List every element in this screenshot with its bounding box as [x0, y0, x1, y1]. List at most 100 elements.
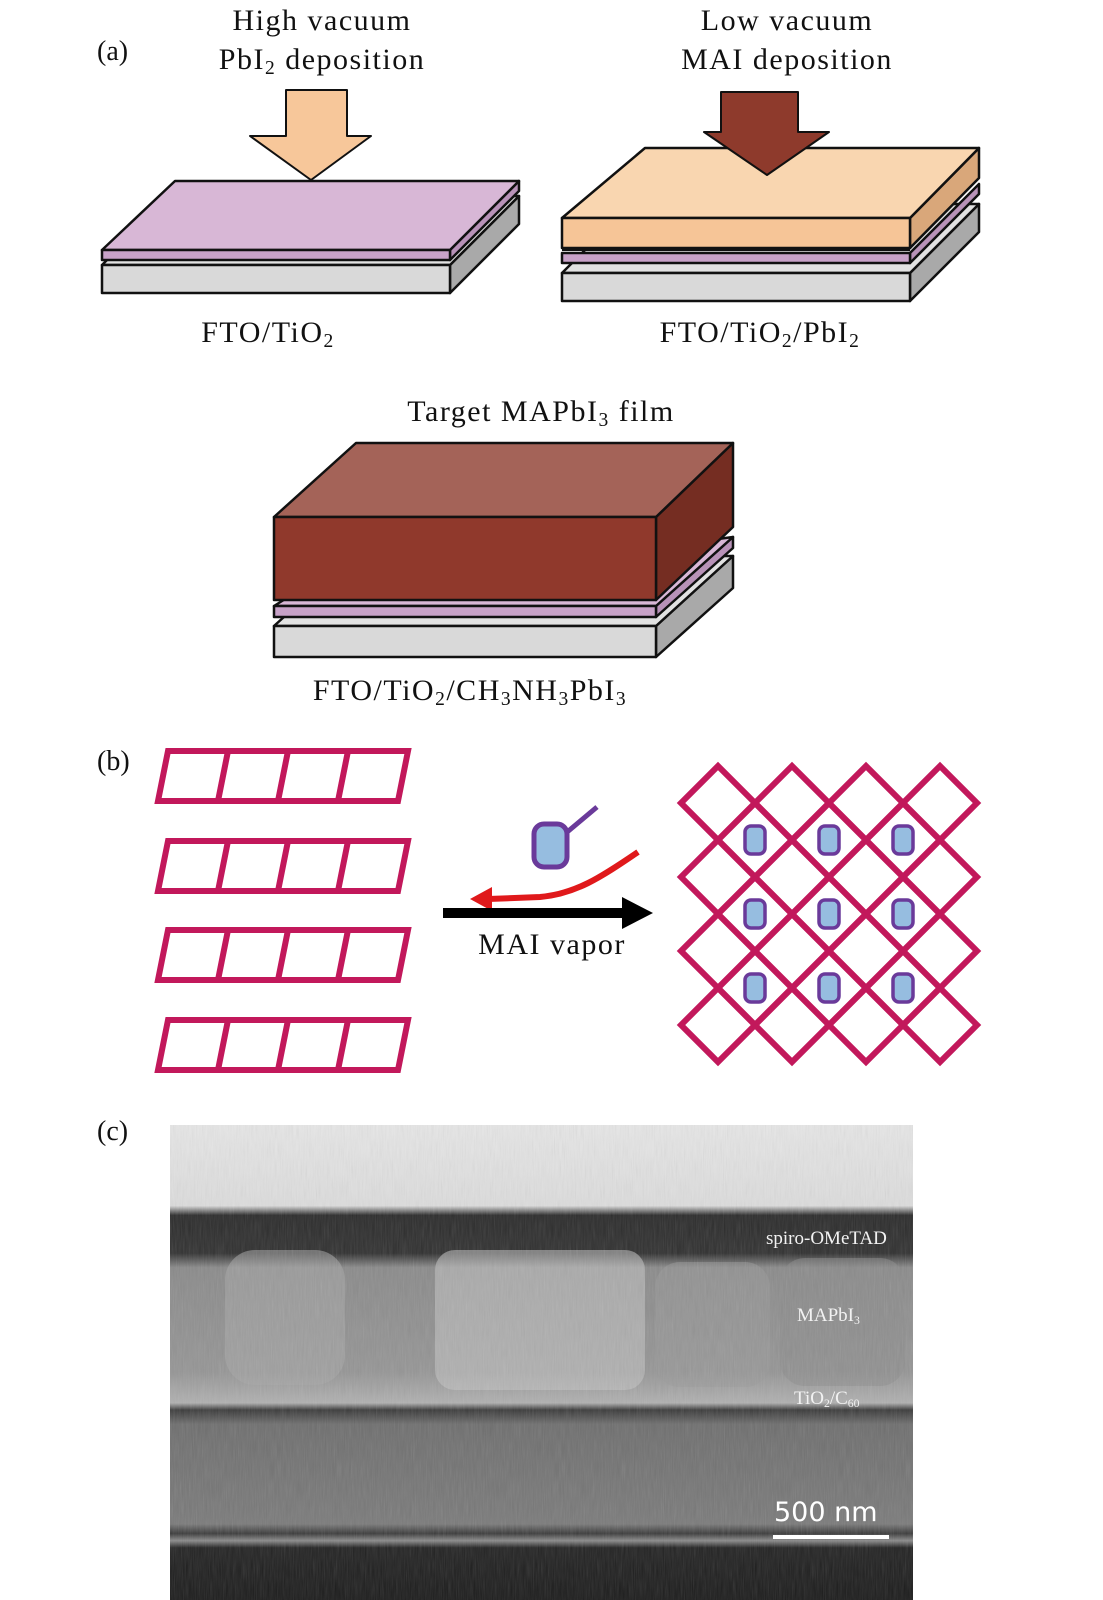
- layered-cell-divider: [275, 840, 291, 892]
- step1-title-line2: PbI2 deposition: [218, 43, 426, 79]
- step2-pbi2-front: [560, 251, 912, 265]
- ma-cation-icon: [817, 972, 841, 1004]
- step3-caption-p4: PbI: [569, 674, 616, 707]
- step3-caption-s3: 3: [558, 688, 570, 710]
- step1-fto-front: [100, 263, 452, 295]
- sem-label-tio2-c60: TiO2/C60: [794, 1388, 860, 1410]
- layered-cell-divider: [335, 929, 351, 981]
- sem-label-tio2-sub: 2: [823, 1396, 830, 1410]
- sem-label-mapbi3: MAPbI3: [797, 1305, 860, 1327]
- ma-cation-icon: [891, 972, 915, 1004]
- layered-cell-divider: [335, 750, 351, 802]
- mai-molecule-icon: [531, 821, 570, 870]
- mai-vapor-label: MAI vapor: [478, 928, 626, 961]
- layered-row: [154, 838, 412, 894]
- ma-cation-icon: [817, 824, 841, 856]
- step1-pbi2-front: [100, 248, 452, 262]
- perovskite-lattice: [676, 761, 982, 1067]
- step1-title-pbi: PbI: [218, 43, 265, 76]
- layered-cell-divider: [215, 750, 231, 802]
- layered-row-outline: [154, 927, 412, 983]
- panel-c-label: (c): [97, 1116, 129, 1147]
- layered-cell-divider: [215, 840, 231, 892]
- step3-caption-p1: FTO/TiO: [312, 674, 436, 707]
- scale-bar-label: 500 nm: [774, 1497, 878, 1528]
- step3-stack: [272, 441, 735, 659]
- sem-noise-overlay: [170, 1125, 913, 1600]
- sem-label-c60-sub: 60: [847, 1396, 860, 1410]
- step2-caption-s1: 2: [781, 330, 794, 352]
- reaction-arrows: [443, 805, 653, 929]
- step3-title-p2: film: [609, 395, 675, 428]
- panel-b-label: (b): [97, 746, 130, 777]
- ma-cation-icon: [891, 824, 915, 856]
- step2-mai-deposition-arrow: [703, 91, 830, 176]
- sem-label-spiro: spiro-OMeTAD: [766, 1228, 887, 1249]
- step1-pbi2-deposition-arrow: [249, 89, 372, 181]
- step3-title-s1: 3: [598, 409, 610, 431]
- layered-row: [154, 748, 412, 804]
- ma-cation-icon: [817, 898, 841, 930]
- layered-cell-divider: [215, 1019, 231, 1071]
- step1-caption: FTO/TiO2: [201, 316, 335, 352]
- sem-label-mapbi3-sub: 3: [854, 1313, 860, 1327]
- step1-caption-sub: 2: [323, 330, 335, 352]
- step3-caption-s1: 2: [435, 688, 447, 710]
- layered-row: [154, 1017, 412, 1073]
- layered-row-outline: [154, 838, 412, 894]
- step1-title-line1: High vacuum: [232, 4, 412, 37]
- layered-row: [154, 927, 412, 983]
- step3-title: Target MAPbI3 film: [407, 395, 675, 431]
- lattice-octahedron: [861, 946, 945, 1030]
- layered-pbi2-structure: [154, 748, 412, 1073]
- sem-label-c60: /C: [829, 1388, 848, 1409]
- step3-caption-p3: NH: [512, 674, 559, 707]
- step1-caption-main: FTO/TiO: [201, 316, 324, 349]
- step2-caption-s2: 2: [849, 330, 861, 352]
- layered-cell-divider: [275, 750, 291, 802]
- step2-caption-p2: /PbI: [793, 316, 850, 349]
- step2-caption-p1: FTO/TiO: [659, 316, 782, 349]
- step3-title-p1: Target MAPbI: [407, 395, 599, 428]
- step1-pbi2-top: [100, 179, 521, 252]
- step3-perovskite-front: [272, 515, 658, 602]
- step3-caption-s4: 3: [615, 688, 628, 710]
- step3-perovskite-top: [272, 441, 735, 519]
- ma-cation-icon: [743, 898, 767, 930]
- layered-cell-divider: [275, 1019, 291, 1071]
- step2-caption: FTO/TiO2/PbI2: [659, 316, 861, 352]
- ma-cation-icon: [743, 972, 767, 1004]
- layered-row-outline: [154, 748, 412, 804]
- panel-a-label: (a): [97, 36, 129, 67]
- sem-label-tio2: TiO: [794, 1388, 824, 1409]
- red-arrow-head: [470, 887, 492, 911]
- step3-caption-p2: /CH: [446, 674, 501, 707]
- sem-cross-section-image: [170, 1125, 913, 1600]
- step3-pbi2-front: [272, 604, 658, 619]
- step2-title-line1: Low vacuum: [700, 4, 874, 37]
- ma-cation-icon: [743, 824, 767, 856]
- lattice-octahedron: [787, 946, 871, 1030]
- red-return-arrow: [487, 849, 640, 902]
- black-forward-arrow-head: [622, 897, 653, 929]
- layered-cell-divider: [275, 929, 291, 981]
- step2-title-line2: MAI deposition: [681, 43, 893, 76]
- ma-cation-icon: [891, 898, 915, 930]
- step2-fto-front: [560, 271, 912, 303]
- layered-cell-divider: [335, 1019, 351, 1071]
- sem-label-mapbi3-main: MAPbI: [797, 1305, 855, 1326]
- step2-stack: [560, 91, 981, 303]
- step1-stack: [100, 89, 521, 295]
- layered-row-outline: [154, 1017, 412, 1073]
- step3-caption-s2: 3: [500, 688, 513, 710]
- step2-mai-front: [560, 216, 912, 250]
- layered-cell-divider: [215, 929, 231, 981]
- step3-fto-front: [272, 624, 658, 659]
- step1-title-sub: 2: [264, 57, 277, 79]
- mai-molecule-tail: [564, 805, 599, 835]
- lattice-octahedron: [713, 946, 797, 1030]
- layered-cell-divider: [335, 840, 351, 892]
- step1-title-rest: deposition: [276, 43, 426, 76]
- step3-caption: FTO/TiO2/CH3NH3PbI3: [312, 674, 627, 710]
